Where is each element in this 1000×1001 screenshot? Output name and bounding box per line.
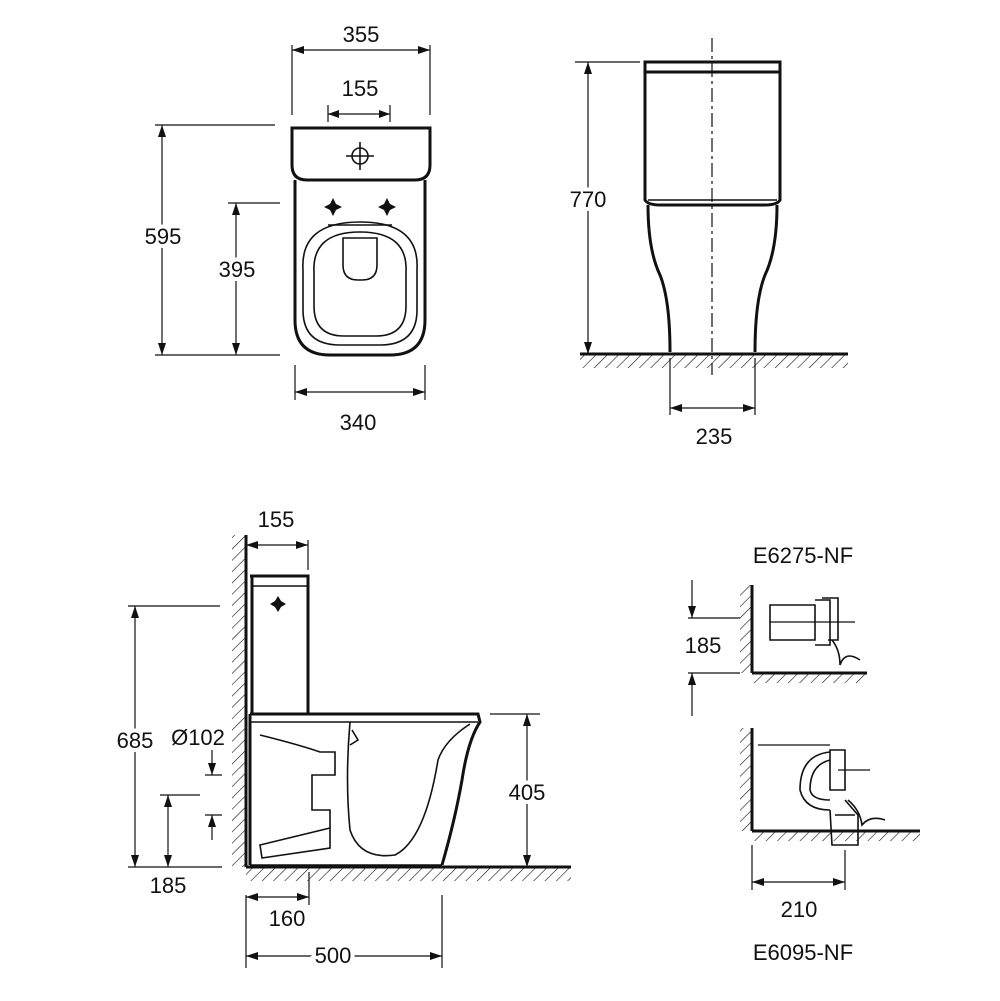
connector-floor: 210 E6095-NF [740, 728, 920, 965]
top-view: 355 155 595 395 340 [141, 22, 432, 435]
dim-total-depth: 595 [145, 224, 182, 249]
dim-inlet-height: 685 [117, 728, 154, 753]
dim-base-front: 235 [696, 424, 733, 449]
connector-wall: E6275-NF 185 [685, 543, 867, 716]
front-view: 770 235 [566, 38, 848, 449]
wall-connector-label: E6275-NF [753, 543, 853, 568]
dim-tank-offset: 155 [258, 507, 295, 532]
side-view: 155 685 Ø102 185 405 160 [113, 507, 571, 972]
floor-connector-distance: 210 [781, 897, 818, 922]
dim-total-length: 500 [315, 943, 352, 968]
dim-inlet-width: 155 [342, 76, 379, 101]
floor-connector-label: E6095-NF [753, 940, 853, 965]
dim-base-width: 340 [340, 410, 377, 435]
dim-outlet-height: 185 [150, 873, 187, 898]
dim-outlet-diameter: Ø102 [171, 725, 225, 750]
dim-tank-width: 355 [343, 22, 380, 47]
dim-bowl-depth: 395 [219, 257, 256, 282]
dim-seat-height: 405 [509, 780, 546, 805]
dim-outlet-distance: 160 [269, 906, 306, 931]
wall-connector-height: 185 [685, 633, 722, 658]
dim-total-height: 770 [570, 187, 607, 212]
